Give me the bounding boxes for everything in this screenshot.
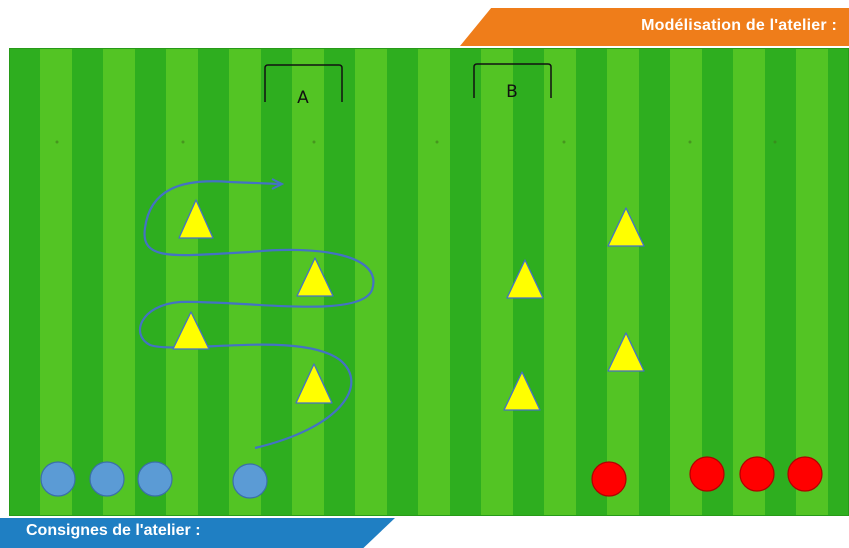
cone-icon	[297, 258, 333, 296]
zone-b-label: B	[506, 82, 518, 102]
blue-player-icon	[138, 462, 172, 496]
red-player-icon	[740, 457, 774, 491]
red-player-icon	[592, 462, 626, 496]
zone-a-label: A	[297, 88, 309, 108]
red-team	[592, 457, 822, 496]
cone-icon	[608, 333, 644, 371]
cone-icon	[504, 372, 540, 410]
cone-icon	[296, 364, 332, 403]
cone-icon	[179, 200, 213, 238]
red-player-icon	[788, 457, 822, 491]
footer-banner: Consignes de l'atelier :	[0, 518, 395, 548]
cone-icon	[173, 312, 209, 349]
field-markers	[56, 141, 777, 144]
blue-player-icon	[233, 464, 267, 498]
cone-icon	[507, 260, 543, 298]
blue-team	[41, 462, 267, 498]
red-player-icon	[690, 457, 724, 491]
blue-player-icon	[41, 462, 75, 496]
dribble-path	[140, 181, 373, 448]
blue-player-icon	[90, 462, 124, 496]
footer-title: Consignes de l'atelier :	[26, 522, 201, 540]
cone-icon	[608, 208, 644, 246]
